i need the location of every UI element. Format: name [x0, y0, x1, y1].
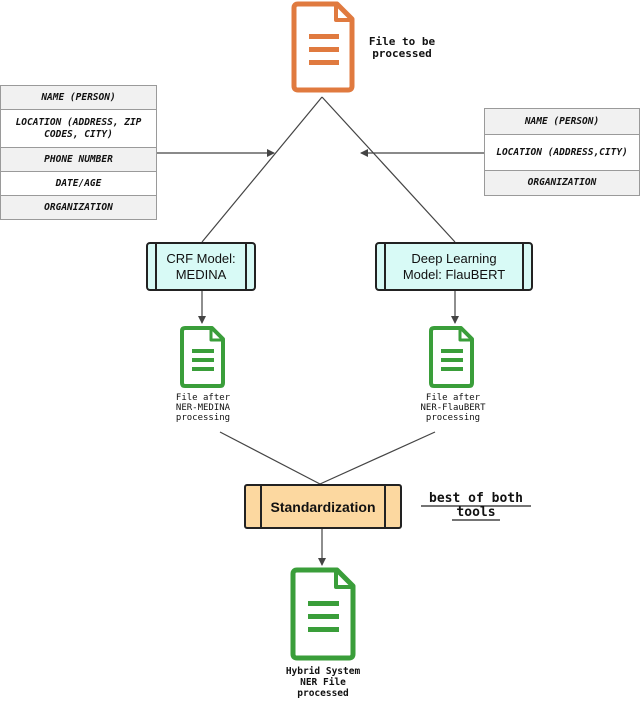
- document-icon: [429, 326, 474, 388]
- standardization-note: best of both tools: [429, 491, 523, 520]
- final-file-label: Hybrid System NER File processed: [285, 666, 361, 699]
- line-flaubert-to-std: [319, 431, 436, 485]
- entity-row: LOCATION (ADDRESS,CITY): [485, 135, 639, 171]
- crf-model-box: CRF Model: MEDINA: [146, 242, 256, 291]
- entity-row: PHONE NUMBER: [1, 148, 156, 172]
- document-icon: [291, 1, 355, 93]
- medina-output-label: File after NER-MEDINA processing: [175, 393, 231, 423]
- line-source-to-deep: [321, 96, 456, 243]
- entity-row: ORGANIZATION: [1, 196, 156, 219]
- deep-learning-model-box: Deep Learning Model: FlauBERT: [375, 242, 533, 291]
- entity-row: ORGANIZATION: [485, 171, 639, 195]
- entity-row: LOCATION (ADDRESS, ZIP CODES, CITY): [1, 110, 156, 148]
- standardization-box: Standardization: [244, 484, 402, 529]
- flaubert-output-label: File after NER-FlauBERT processing: [420, 393, 486, 423]
- right-entity-table: NAME (PERSON) LOCATION (ADDRESS,CITY) OR…: [484, 108, 640, 196]
- entity-row: NAME (PERSON): [1, 86, 156, 110]
- source-file-label: File to be processed: [368, 35, 436, 60]
- line-source-to-crf: [201, 96, 323, 243]
- entity-row: DATE/AGE: [1, 172, 156, 196]
- document-icon: [180, 326, 225, 388]
- left-entity-table: NAME (PERSON) LOCATION (ADDRESS, ZIP COD…: [0, 85, 157, 220]
- document-icon: [290, 567, 356, 661]
- line-medina-to-std: [219, 431, 321, 485]
- entity-row: NAME (PERSON): [485, 109, 639, 135]
